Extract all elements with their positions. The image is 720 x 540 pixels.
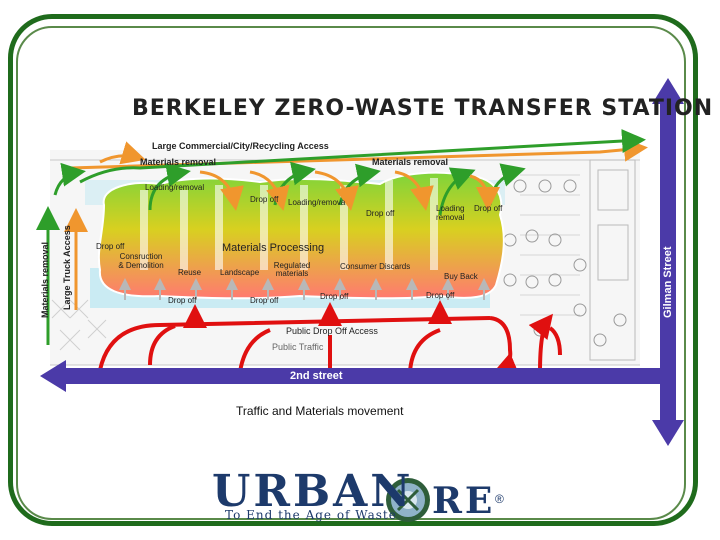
loading-removal-label-1: Loading/removal [145, 183, 205, 192]
gilman-street-label: Gilman Street [662, 246, 674, 318]
logo-word-urban: URBAN [212, 466, 414, 517]
regulated-materials-label: Regulated materials [273, 261, 311, 278]
loading-removal-label-2: Loading/remova [288, 198, 346, 207]
public-access-arrows [98, 300, 562, 375]
loading-arcs [199, 170, 500, 211]
top-access-arrows [53, 129, 648, 196]
drop-off-bottom-label-2: Drop off [250, 296, 279, 305]
page-title: BERKELEY ZERO-WASTE TRANSFER STATION [132, 96, 714, 121]
large-truck-access-label: Large Truck Access [62, 225, 72, 310]
drop-off-top-label-1: Drop off [250, 195, 279, 204]
logo-word-re: RE [432, 480, 496, 522]
logo-tagline: To End the Age of Waste [225, 508, 397, 522]
drop-off-top-label-3: Drop off [474, 204, 503, 213]
inner-frame [16, 26, 686, 520]
second-street-arrow [40, 360, 662, 392]
landscape-label: Landscape [220, 268, 260, 277]
drop-off-bottom-label-4: Drop off [426, 291, 455, 300]
drop-off-bottom-label-1: Drop off [168, 296, 197, 305]
materials-processing-label: Materials Processing [222, 242, 325, 254]
outer-frame [8, 14, 698, 526]
diagram-caption: Traffic and Materials movement [236, 404, 404, 418]
logo-emblem-icon [386, 478, 430, 522]
loading-removal-label-3: Loading removal [436, 204, 465, 222]
reuse-label: Reuse [178, 268, 202, 277]
construction-demolition-label: Consruction & Demolition [118, 252, 164, 270]
drop-off-bottom-label-3: Drop off [320, 292, 349, 301]
buy-back-label: Buy Back [444, 272, 478, 281]
gray-drop-arrows [119, 278, 490, 300]
top-access-label: Large Commercial/City/Recycling Access [152, 141, 329, 151]
registered-mark: ® [495, 492, 504, 506]
gilman-street-arrow [652, 78, 684, 446]
processing-pillars [140, 178, 438, 270]
materials-removal-right-label: Materials removal [372, 157, 449, 167]
public-traffic-label: Public Traffic [272, 342, 324, 352]
materials-removal-vertical-label: Materials removal [40, 241, 50, 318]
public-drop-off-access-label: Public Drop Off Access [286, 326, 378, 336]
consumer-discards-label: Consumer Discards [340, 262, 411, 271]
materials-removal-left-label: Materials removal [140, 157, 217, 167]
drop-off-left-label: Drop off [96, 242, 125, 251]
second-street-label: 2nd street [290, 370, 343, 382]
drop-off-top-label-2: Drop off [366, 209, 395, 218]
